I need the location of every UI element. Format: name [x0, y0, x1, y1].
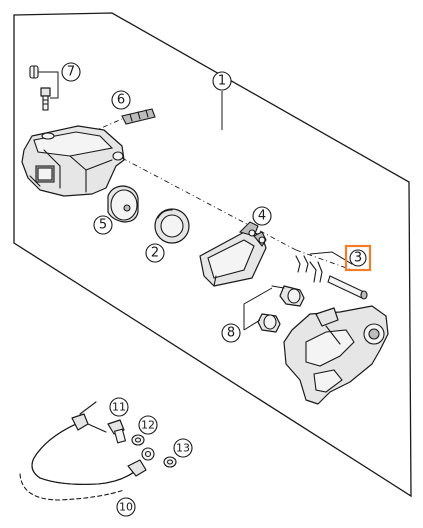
callout-11-label: 11 [112, 401, 126, 414]
callout-layer: 1 2 3 4 5 6 7 8 [61, 62, 372, 517]
piston-seal [154, 208, 190, 244]
callout-3: 3 [344, 244, 372, 272]
callout-13: 13 [173, 438, 193, 458]
piston [107, 185, 139, 223]
pin-and-clips [295, 251, 368, 300]
callout-8-label: 8 [227, 326, 235, 341]
callout-6: 6 [111, 90, 131, 110]
callout-4: 4 [252, 206, 272, 226]
callout-5: 5 [93, 215, 113, 235]
brake-hose [19, 401, 155, 501]
caliper-bracket [283, 305, 389, 405]
axis-line-piston [121, 157, 297, 251]
pad-spring [91, 108, 156, 133]
bleed-screw [40, 87, 51, 97]
callout-12: 12 [138, 415, 158, 435]
assembly-frame [13, 12, 412, 498]
brake-pads [199, 221, 267, 287]
callout-2: 2 [145, 243, 165, 263]
callout-8: 8 [221, 323, 241, 343]
callout-6-label: 6 [117, 93, 125, 108]
callout-13-label: 13 [176, 442, 190, 455]
bleed-screw-group [29, 65, 59, 111]
axis-line-pins [295, 249, 353, 271]
callout-7: 7 [61, 62, 81, 82]
guide-pins [243, 285, 305, 333]
callout-3-label: 3 [354, 251, 362, 266]
callout-4-label: 4 [258, 209, 266, 224]
callout-1-label: 1 [218, 74, 226, 89]
callout-7-label: 7 [67, 65, 75, 80]
callout-10: 10 [116, 497, 136, 517]
banjo-bolt [107, 419, 127, 444]
callout-11: 11 [109, 397, 129, 417]
callout-3-highlight [344, 244, 372, 272]
caliper-housing [21, 125, 125, 197]
callout-5-label: 5 [99, 218, 107, 233]
callout-12-label: 12 [141, 419, 155, 432]
callout-1: 1 [212, 71, 232, 91]
callout-2-label: 2 [151, 246, 159, 261]
seal-washers [131, 434, 177, 468]
callout-10-label: 10 [119, 501, 133, 514]
